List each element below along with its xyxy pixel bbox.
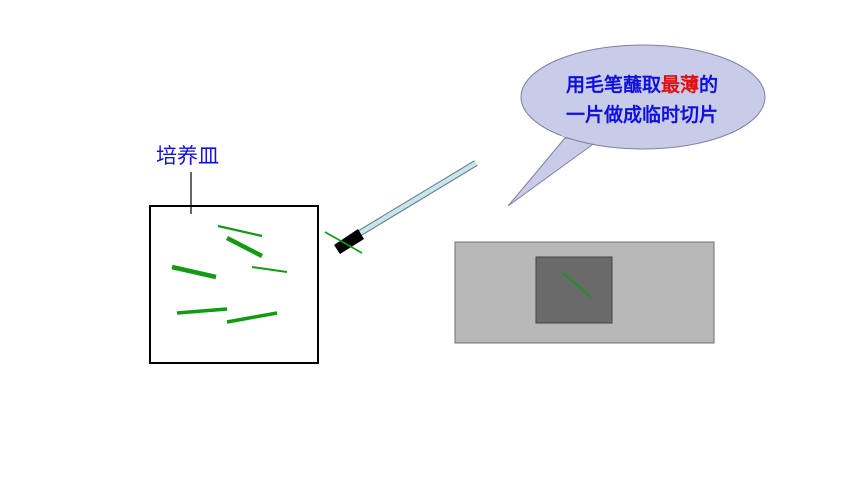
speech-bubble-body	[520, 44, 766, 150]
glass-slide-icon	[454, 241, 715, 344]
leaf-slice	[171, 264, 217, 280]
cover-slip	[535, 256, 613, 324]
brush-handle	[348, 161, 478, 241]
bubble-line-1-post: 的	[699, 74, 719, 96]
leaf-slice	[217, 224, 263, 238]
brush-tip	[334, 229, 364, 254]
speech-bubble-tail	[507, 137, 598, 207]
petri-dish	[149, 172, 319, 364]
petri-dish-label: 培养皿	[156, 144, 219, 168]
bubble-line-1-pre: 用毛笔蘸取	[565, 74, 661, 96]
bubble-text: 用毛笔蘸取最薄的 一片做成临时切片	[528, 70, 756, 130]
brush-held-slice	[324, 231, 363, 254]
bubble-line-1-highlight: 最薄	[660, 74, 699, 96]
brush-icon	[324, 160, 478, 254]
petri-dish-box	[149, 205, 319, 364]
leaf-slice	[176, 307, 228, 315]
leaf-slice	[226, 311, 278, 324]
leaf-slice	[225, 235, 264, 259]
mounted-slice	[562, 272, 592, 298]
bubble-line-2: 一片做成临时切片	[565, 104, 718, 126]
bubble-line-1: 用毛笔蘸取最薄的	[528, 70, 756, 100]
leaf-slice	[251, 266, 288, 273]
speech-bubble	[507, 44, 766, 207]
